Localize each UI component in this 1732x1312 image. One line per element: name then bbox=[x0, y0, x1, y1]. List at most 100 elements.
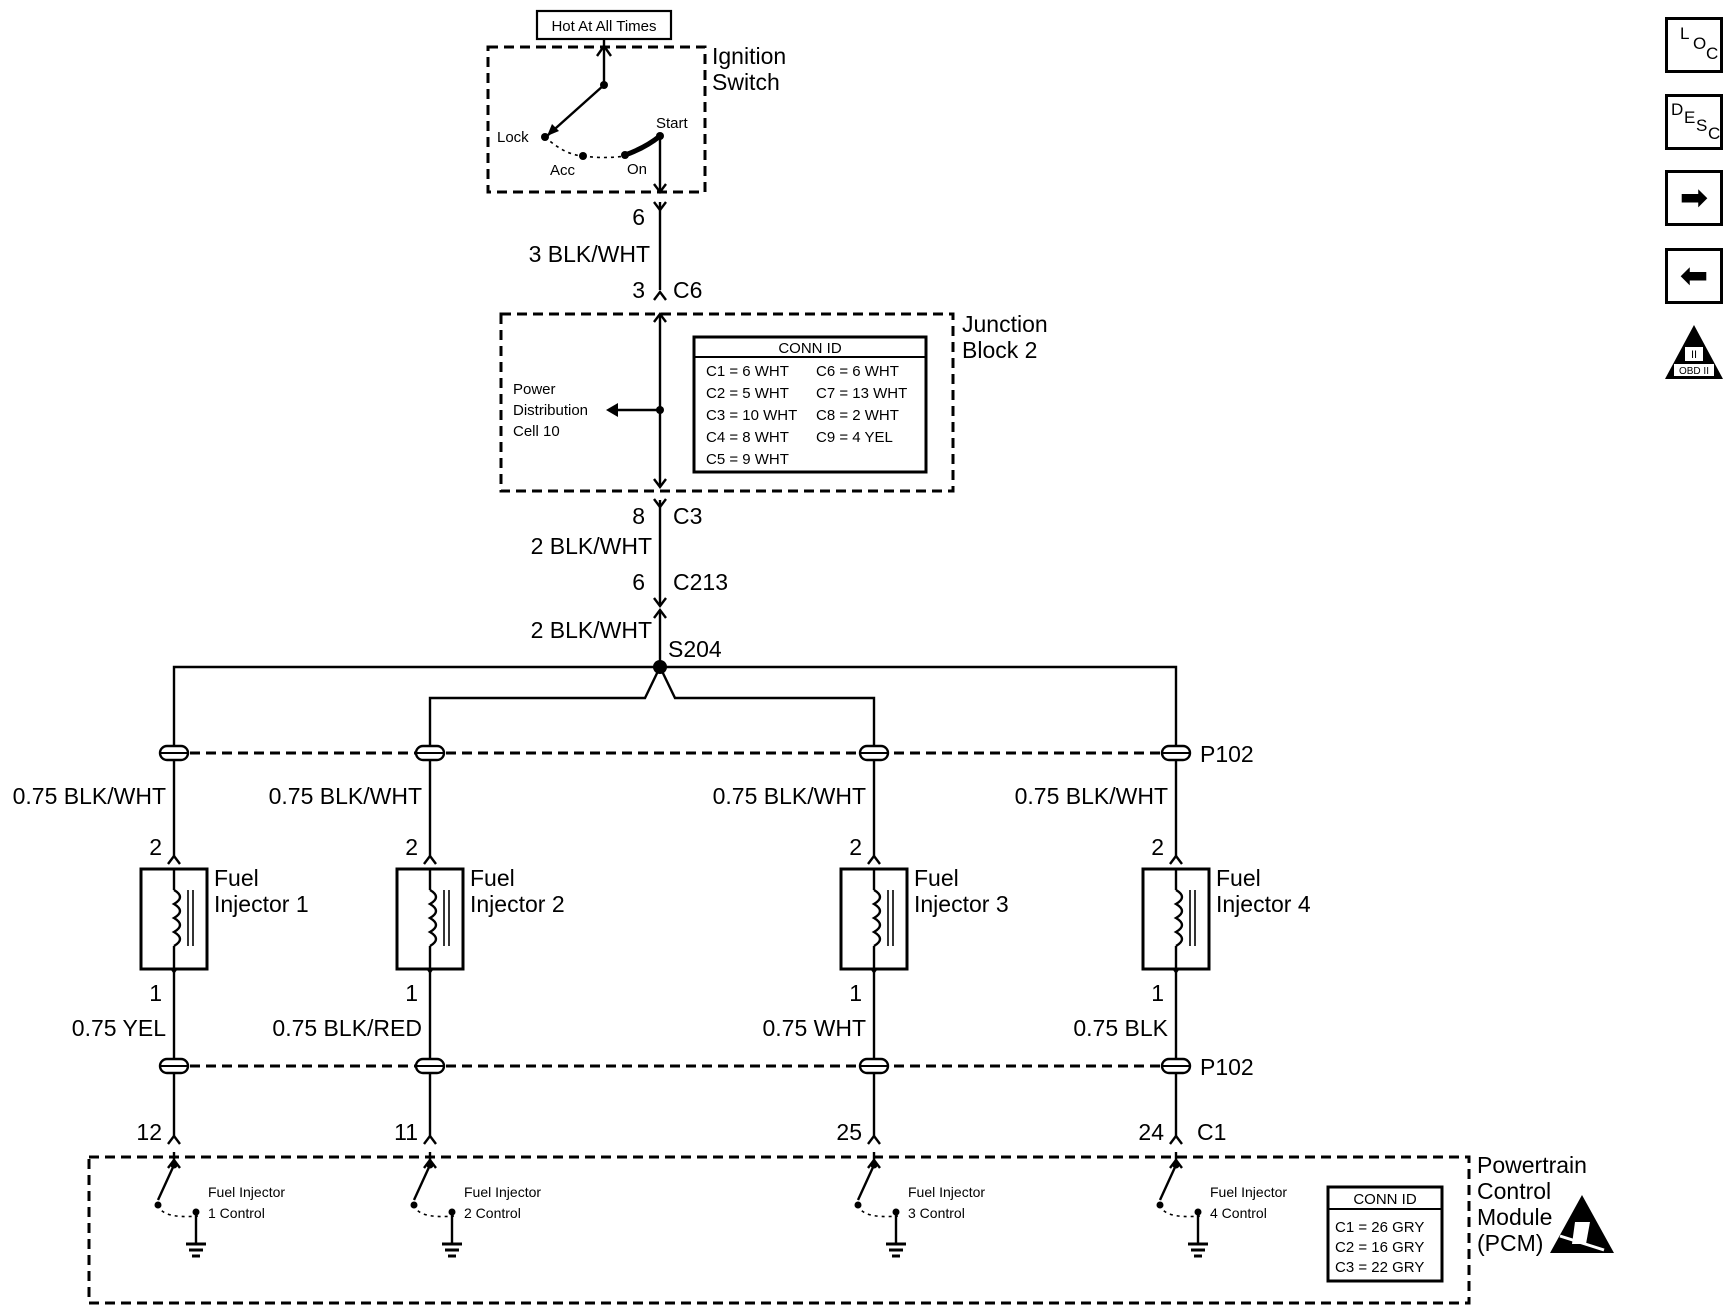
obd-ii-button[interactable]: II OBD II bbox=[1663, 323, 1725, 383]
c3-pin: 8 bbox=[632, 503, 645, 529]
injector-4-control-wire-label: 0.75 BLK bbox=[1073, 1015, 1168, 1041]
injector-4-driver-switch bbox=[1156, 1161, 1208, 1258]
injector-coil-icon bbox=[171, 888, 182, 948]
switch-arm bbox=[546, 84, 605, 137]
injector-3-feed-wire-label: 0.75 BLK/WHT bbox=[713, 783, 866, 809]
injector-2-name-line1: Fuel bbox=[470, 865, 515, 891]
injector-4-name-line2: Injector 4 bbox=[1216, 891, 1311, 917]
conn-id-c3: C3 = 10 WHT bbox=[706, 407, 797, 424]
pcm-box bbox=[87, 1155, 1471, 1305]
pcm-title-line2: Control bbox=[1477, 1178, 1551, 1204]
acc-label: Acc bbox=[550, 162, 576, 179]
injector-1-driver-switch bbox=[154, 1161, 206, 1258]
desc-letter-d: D bbox=[1671, 100, 1684, 119]
conn-id-c7: C7 = 13 WHT bbox=[816, 385, 907, 402]
wire-2-blk-wht-label-2: 2 BLK/WHT bbox=[531, 617, 652, 643]
pcm-pin-4: 24 bbox=[1138, 1119, 1164, 1145]
pcm-pin-1: 12 bbox=[136, 1119, 162, 1145]
desc-letter-e: E bbox=[1684, 108, 1696, 127]
injector-2-control-label-line1: Fuel Injector bbox=[464, 1184, 541, 1200]
injector-2-name-line2: Injector 2 bbox=[470, 891, 565, 917]
injector-3-control-wire-label: 0.75 WHT bbox=[762, 1015, 866, 1041]
left-arrow-icon: ⬅ bbox=[1679, 256, 1709, 296]
loc-letter-l: L bbox=[1680, 24, 1690, 43]
lock-label: Lock bbox=[497, 129, 529, 146]
previous-page-button[interactable]: ⬅ bbox=[1665, 248, 1723, 304]
ground-icon bbox=[442, 1242, 462, 1258]
junction-conn-id-table bbox=[692, 335, 928, 474]
wire-junction-to-splice: 8 C3 2 BLK/WHT 6 C213 2 BLK/WHT S204 bbox=[531, 498, 728, 674]
power-dist-line1: Power bbox=[513, 381, 556, 398]
injector-1-control-label-line1: Fuel Injector bbox=[208, 1184, 285, 1200]
ignition-title-line1: Ignition bbox=[712, 43, 786, 69]
conn-id-c8: C8 = 2 WHT bbox=[816, 407, 899, 424]
next-page-button[interactable]: ➡ bbox=[1665, 170, 1723, 226]
pcm-conn-c2: C2 = 16 GRY bbox=[1335, 1239, 1424, 1256]
p102-label-bottom: P102 bbox=[1200, 1054, 1254, 1080]
wire-ign-to-junction: 6 3 BLK/WHT 3 C6 bbox=[529, 201, 702, 303]
start-label: Start bbox=[656, 115, 689, 132]
injector-coil-icon bbox=[1173, 888, 1184, 948]
branch-wires bbox=[172, 664, 1178, 750]
ground-icon bbox=[886, 1242, 906, 1258]
desc-letter-s: S bbox=[1696, 116, 1708, 135]
pcm-conn-id-title: CONN ID bbox=[1353, 1191, 1417, 1208]
ignition-switch-box bbox=[486, 45, 707, 194]
injector-2-control-label-line2: 2 Control bbox=[464, 1205, 521, 1221]
injector-1-pin-2: 2 bbox=[149, 834, 162, 860]
pcm-c1-connector: C1 bbox=[1197, 1119, 1226, 1145]
pcm-conn-id-table bbox=[1326, 1185, 1444, 1283]
conn-id-c9: C9 = 4 YEL bbox=[816, 429, 893, 446]
injector-4-control-label-line1: Fuel Injector bbox=[1210, 1184, 1287, 1200]
power-dist-line2: Distribution bbox=[513, 402, 588, 419]
injector-3-control-label-line1: Fuel Injector bbox=[908, 1184, 985, 1200]
pcm: C1 Powertrain Control Module (PCM) CONN … bbox=[87, 1119, 1614, 1305]
injector-4-name-line1: Fuel bbox=[1216, 865, 1261, 891]
c213-pin: 6 bbox=[632, 569, 645, 595]
on-label: On bbox=[627, 161, 647, 178]
junction-title-line2: Block 2 bbox=[962, 337, 1037, 363]
ground-icon bbox=[186, 1242, 206, 1258]
splice-s204-label: S204 bbox=[668, 636, 722, 662]
conn-id-c2: C2 = 5 WHT bbox=[706, 385, 789, 402]
injector-1-control-label-line2: 1 Control bbox=[208, 1205, 265, 1221]
pcm-conn-c3: C3 = 22 GRY bbox=[1335, 1259, 1424, 1276]
conn-id-c5: C5 = 9 WHT bbox=[706, 451, 789, 468]
loc-letter-o: O bbox=[1693, 34, 1707, 53]
power-dist-line3: Cell 10 bbox=[513, 423, 560, 440]
loc-letter-c: C bbox=[1706, 44, 1719, 63]
injector-coil-icon bbox=[427, 888, 438, 948]
injector-4-feed-wire-label: 0.75 BLK/WHT bbox=[1015, 783, 1168, 809]
injector-4-pin-1: 1 bbox=[1151, 980, 1164, 1006]
injector-1-name-line2: Injector 1 bbox=[214, 891, 309, 917]
injector-coil-icon bbox=[871, 888, 882, 948]
obd-ii-top-text: II bbox=[1691, 349, 1697, 361]
wire-2-blk-wht-label-1: 2 BLK/WHT bbox=[531, 533, 652, 559]
description-button[interactable]: D E S C bbox=[1665, 94, 1723, 150]
injector-2-feed-wire-label: 0.75 BLK/WHT bbox=[269, 783, 422, 809]
injector-1-pin-1: 1 bbox=[149, 980, 162, 1006]
injector-3-driver-switch bbox=[854, 1161, 906, 1258]
pcm-title-line3: Module bbox=[1477, 1204, 1552, 1230]
injector-4-pin-2: 2 bbox=[1151, 834, 1164, 860]
c6-connector: C6 bbox=[673, 277, 702, 303]
ignition-switch: Hot At All Times Ignition Switch Lock Ac… bbox=[486, 9, 786, 194]
injector-3-pin-2: 2 bbox=[849, 834, 862, 860]
pcm-pin-3: 25 bbox=[836, 1119, 862, 1145]
pcm-title-line1: Powertrain bbox=[1477, 1152, 1587, 1178]
injector-2-driver-switch bbox=[410, 1161, 462, 1258]
ignition-title-line2: Switch bbox=[712, 69, 780, 95]
junction-conn-id-title: CONN ID bbox=[778, 340, 842, 357]
injector-3-control-label-line2: 3 Control bbox=[908, 1205, 965, 1221]
c213-connector: C213 bbox=[673, 569, 728, 595]
obd-ii-bottom-text: OBD II bbox=[1679, 366, 1709, 377]
pcm-conn-c1: C1 = 26 GRY bbox=[1335, 1219, 1424, 1236]
injector-2-pin-2: 2 bbox=[405, 834, 418, 860]
desc-letter-c: C bbox=[1708, 124, 1721, 143]
injector-2-pin-1: 1 bbox=[405, 980, 418, 1006]
location-button[interactable]: L O C bbox=[1665, 17, 1723, 73]
